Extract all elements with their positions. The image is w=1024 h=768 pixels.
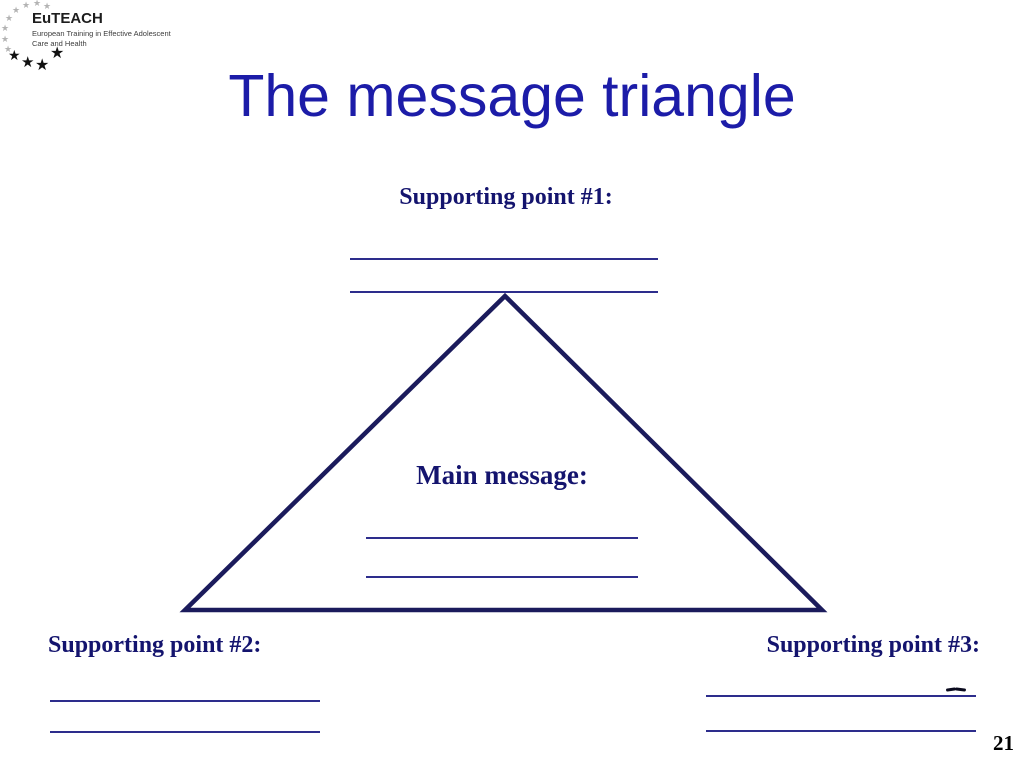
- supporting-point-1-blank-line-1: [350, 258, 658, 260]
- supporting-point-1-blank-line-2: [350, 291, 658, 293]
- logo-subtitle-line1: European Training in Effective Adolescen…: [32, 29, 171, 38]
- supporting-point-3-blank-line-2: [706, 730, 976, 732]
- euteach-logo: ★ ★ ★ ★ ★ ★ ★ ★ ★ ★ ★ ★ EuTEACH European…: [1, 0, 172, 74]
- logo-subtitle-line2: Care and Health: [32, 39, 87, 48]
- eu-star-icon: ★: [8, 49, 21, 64]
- supporting-point-3-label: Supporting point #3:: [766, 632, 980, 658]
- eu-star-icon: ★: [43, 1, 52, 11]
- eu-star-icon: ★: [5, 13, 14, 23]
- main-message-label: Main message:: [416, 460, 588, 490]
- eu-star-icon: ★: [4, 44, 13, 54]
- supporting-point-1-label: Supporting point #1:: [399, 184, 613, 210]
- supporting-point-3-blank-line-1: [706, 695, 976, 697]
- eu-star-icon: ★: [1, 34, 10, 44]
- eu-star-icon: ★: [12, 5, 21, 15]
- logo-text: EuTEACH European Training in Effective A…: [32, 10, 172, 49]
- eu-star-icon: ★: [33, 0, 42, 8]
- eu-star-icon: ★: [22, 0, 31, 10]
- logo-subtitle: European Training in Effective Adolescen…: [32, 29, 172, 49]
- eu-star-icon: ★: [50, 45, 65, 62]
- supporting-point-2-blank-line-2: [50, 731, 320, 733]
- eu-star-icon: ★: [1, 23, 10, 33]
- main-message-blank-line-2: [366, 576, 638, 578]
- supporting-point-2-label: Supporting point #2:: [48, 632, 262, 658]
- main-message-blank-line-1: [366, 537, 638, 539]
- supporting-point-2-blank-line-1: [50, 700, 320, 702]
- eu-star-icon: ★: [21, 55, 35, 71]
- logo-name: EuTEACH: [32, 10, 103, 27]
- page-number: 21: [993, 731, 1014, 755]
- eu-star-icon: ★: [35, 57, 50, 74]
- slide-title: The message triangle: [228, 63, 796, 129]
